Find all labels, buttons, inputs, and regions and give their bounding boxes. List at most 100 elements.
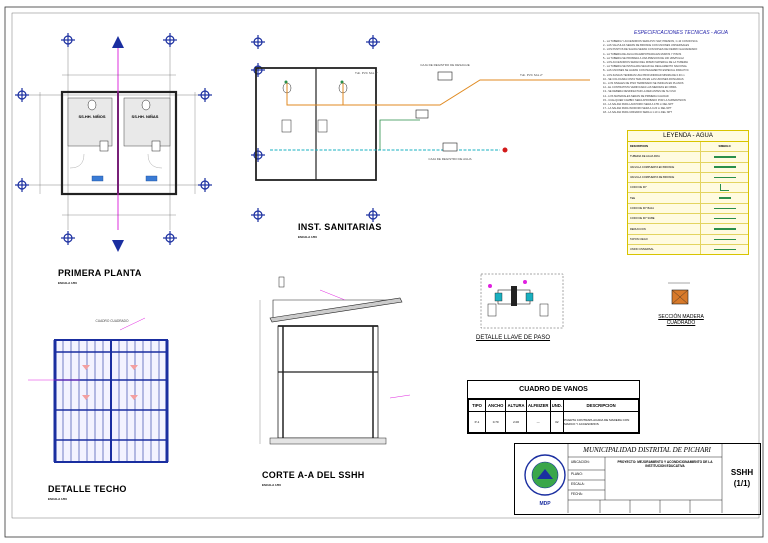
spec-item: 13.- SE DEBERA DESINFECTAR LA RED ANTES … [603, 90, 676, 94]
vanos-header: ALFEIZER [525, 399, 551, 412]
vanos-header: TIPO [468, 399, 486, 412]
title-detalle-techo: DETALLE TECHO [48, 484, 127, 494]
sub-detalle-techo: ESCALA 1/50 [48, 497, 67, 501]
spec-item: 11.- LOS NIVELES DE PISO TERMINADO SE IN… [603, 82, 684, 86]
legend-desc: VALVULA COMPUERTA EN BRONCE [628, 162, 702, 172]
logo-seal: MDP [524, 454, 566, 507]
legend-symbol [713, 166, 736, 168]
title-primera-planta: PRIMERA PLANTA [58, 268, 142, 278]
spec-item: 1.- LA TUBERIA Y ACCESORIOS SERA PVC SAP… [603, 40, 698, 43]
vanos-header-row: TIPO ANCHO ALTURA ALFEIZER UND. DESCRIPC… [468, 399, 639, 412]
title-corte: CORTE A-A DEL SSHH [262, 470, 365, 480]
title-seccion: SECCIÓN MADERA CUADRADO [658, 314, 704, 326]
sheet-border [4, 6, 764, 538]
sub-primera-planta: ESCALA 1/50 [58, 281, 77, 285]
legend-col-desc: DESCRIPCION [628, 142, 702, 152]
tb-ubicacion: UBICACION: [571, 460, 590, 464]
spec-item: 12.- EL CONTRATISTA VERIFICARA LAS MEDID… [603, 86, 677, 90]
spec-item: 4.- LA TUBERIA DE AGUA IRA EMPOTRADA EN … [603, 52, 682, 56]
vanos-cell: --- [525, 411, 551, 433]
legend-desc: CODO DE 90° BAJA [628, 203, 702, 214]
legend-row: TAPON CIEGO [628, 234, 748, 245]
spec-item: 7.- LA TUBERIA SE INSTALARA SEGUN EL REG… [603, 65, 688, 69]
label-ss-ninas: SS.HH. NIÑAS [132, 114, 159, 119]
spec-item: 9.- LOS ZANJAS TENDRAN UNA PROFUNDIDAD M… [603, 73, 685, 77]
spec-item: 2.- LAS VALVULAS SERAN DE BRONCE CON UNI… [603, 44, 690, 48]
vanos-cell: 02 [549, 411, 565, 433]
legend-symbol [713, 207, 736, 210]
techo-label: CUADRO CUADRADO [96, 319, 129, 323]
inst-sanitarias-plan: Tub. PVC SAL 2" Tub. PVC SAL 2" CAJA DE … [255, 63, 590, 181]
vanos-header: DESCRIPCION [563, 399, 639, 412]
legend-desc: TUBERIA DE AGUA FRIA [628, 152, 702, 162]
sheet-number: (1/1) [733, 479, 751, 488]
legend-row: REDUCCION [628, 224, 748, 235]
pipe-label-1: Tub. PVC SAL 2" [355, 71, 378, 75]
legend-desc: TAPON CIEGO [628, 234, 702, 244]
corte-aa-section [259, 276, 411, 445]
spec-item: 3.- LOS PUNTOS DE SALIDA SERAN CON NIPLE… [603, 48, 698, 52]
tb-fecha: FECHA: [571, 492, 583, 496]
legend-row: TUBERIA DE AGUA FRIA [628, 152, 748, 163]
legend-desc: VALVULA COMPUERTA DE BRONCE [628, 172, 702, 183]
legend-symbol [713, 217, 736, 220]
spec-item: 14.- LOS MATERIALES SERAN DE PRIMERA CAL… [603, 94, 669, 98]
vanos-table: TIPO ANCHO ALTURA ALFEIZER UND. DESCRIPC… [468, 399, 639, 433]
spec-item: 5.- LA TUBERIA SE PROBARA A UNA PRESION … [603, 56, 684, 60]
spec-item: 18.- LA SALIDA PARA URINARIO SERA A 1.10… [603, 111, 672, 115]
legend-desc: TEE [628, 193, 702, 203]
spec-item: 15.- CUALQUIER CAMBIO SERA APROBADO POR … [603, 98, 686, 102]
legend-desc: CODO DE 90° SUBE [628, 214, 702, 224]
vanos-row: P-1 0.70 2.00 --- 02 PUERTA CONTRAPLACAD… [468, 411, 639, 433]
legend-symbol [718, 197, 731, 199]
vanos-cell: P-1 [468, 411, 486, 433]
detalle-llave-de-paso [480, 273, 564, 329]
title-block: MUNICIPALIDAD DISTRITAL DE PICHARI UBICA… [514, 443, 761, 515]
vanos-header: UND. [549, 399, 565, 412]
legend-row: VALVULA COMPUERTA DE BRONCE [628, 172, 748, 184]
legend-desc: UNION UNIVERSAL [628, 244, 702, 255]
sheet-inner-border [11, 12, 760, 519]
tb-escala: ESCALA: [571, 482, 585, 486]
tb-plano: PLANO: [571, 472, 583, 476]
vanos-cell: 2.00 [505, 411, 527, 433]
section-cut-arrows [112, 36, 124, 252]
entity-name: MUNICIPALIDAD DISTRITAL DE PICHARI [583, 446, 711, 454]
sheet-code: SSHH [730, 468, 754, 477]
pipe-label-2: Tub. PVC SAL 2" [520, 73, 543, 77]
legend-agua: LEYENDA - AGUA DESCRIPCION SIMBOLO TUBER… [627, 130, 749, 256]
spec-item: 17.- LA SALIDA PARA INODORO SERA A 0.20 … [603, 107, 672, 111]
title-block-grid [567, 443, 723, 513]
legend-col-sym: SIMBOLO [718, 145, 731, 149]
seccion-madera [668, 282, 690, 305]
legend-row: VALVULA COMPUERTA EN BRONCE [628, 162, 748, 173]
legend-symbol [713, 248, 736, 251]
legend-row: UNION UNIVERSAL [628, 244, 748, 255]
vanos-title: CUADRO DE VANOS [468, 381, 639, 399]
vanos-cell: 0.70 [484, 411, 507, 433]
specs-title: ESPECIFICACIONES TECNICAS - AGUA [634, 30, 728, 36]
caja-agua-label: CAJA DE REGISTRO DE AGUA [428, 157, 471, 161]
legend-desc: CODO DE 90° [628, 183, 702, 193]
detalle-techo-plan: CUADRO CUADRADO [28, 317, 169, 463]
spec-item: 6.- LOS ACCESORIOS SERAN DEL MISMO MATER… [603, 61, 689, 65]
legend-row: CODO DE 90° SUBE [628, 214, 748, 225]
caja-desague-label: CAJA DE REGISTRO DE DESAGUE [420, 63, 470, 67]
spec-item: 10.- SE COLOCARA CINTA TEFLON EN LAS UNI… [603, 77, 684, 81]
vanos-header: ANCHO [484, 399, 507, 412]
vanos-header: ALTURA [505, 399, 527, 412]
legend-title: LEYENDA - AGUA [628, 131, 748, 142]
legend-row: TEE [628, 193, 748, 204]
spec-item: 8.- LAS UNIONES SE HARAN CON PEGAMENTO E… [603, 69, 689, 73]
title-inst-sanitarias: INST. SANITARIAS [298, 222, 382, 232]
tb-proyecto: PROYECTO: MEJORAMIENTO Y ACONDICIONAMIEN… [617, 460, 713, 468]
cuadro-de-vanos: CUADRO DE VANOS TIPO ANCHO ALTURA ALFEIZ… [467, 380, 640, 434]
spec-item: 16.- LA SALIDA PARA LAVATORIO SERA A 0.5… [603, 103, 674, 107]
sub-corte: ESCALA 1/50 [262, 483, 281, 487]
legend-symbol [713, 176, 736, 179]
specs-list: 1.- LA TUBERIA Y ACCESORIOS SERA PVC SAP… [603, 40, 763, 116]
legend-desc: REDUCCION [628, 224, 702, 234]
legend-symbol [713, 156, 736, 158]
legend-row: CODO DE 90° BAJA [628, 203, 748, 215]
